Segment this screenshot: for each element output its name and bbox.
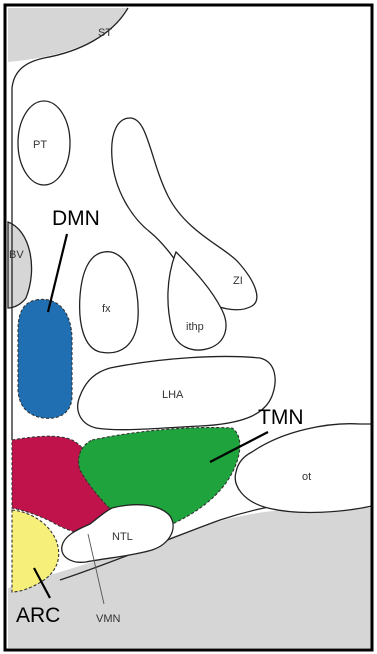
arc-callout-label: ARC bbox=[16, 604, 60, 627]
ot-label: ot bbox=[302, 471, 311, 483]
zi-label: ZI bbox=[233, 275, 243, 287]
bv-label: BV bbox=[9, 249, 24, 261]
st-label: ST bbox=[98, 27, 112, 39]
vmn-label: VMN bbox=[96, 613, 121, 625]
lha-label: LHA bbox=[162, 389, 184, 401]
pt-label: PT bbox=[33, 139, 47, 151]
tmn-callout-label: TMN bbox=[258, 406, 304, 429]
ithp-label: ithp bbox=[186, 321, 204, 333]
fx-label: fx bbox=[102, 303, 111, 315]
dmn-callout-label: DMN bbox=[52, 207, 100, 230]
st-region: ST bbox=[98, 27, 112, 39]
dmn-region bbox=[18, 299, 72, 418]
ntl-label: NTL bbox=[112, 531, 133, 543]
